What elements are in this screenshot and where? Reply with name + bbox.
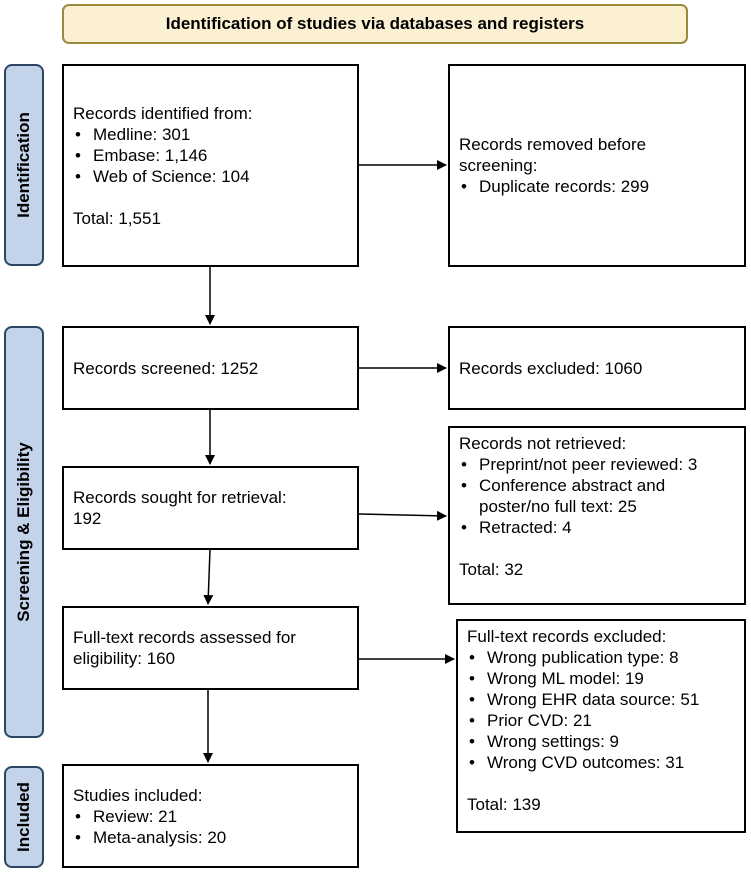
fulltext-assessed-line1: Full-text records assessed for (73, 628, 296, 647)
studies-included-heading: Studies included: (73, 785, 203, 805)
list-item: Wrong EHR data source: 51 (467, 689, 735, 710)
list-item: Meta-analysis: 20 (73, 827, 348, 848)
fulltext-assessed-line2: eligibility: 160 (73, 649, 176, 668)
arrow-sought-to-not-retrieved (358, 510, 447, 521)
studies-included-box: Studies included: Review: 21 Meta-analys… (62, 764, 359, 868)
records-excluded-text: Records excluded: 1060 (459, 358, 643, 378)
records-screened-text: Records screened: 1252 (73, 358, 259, 378)
records-not-retrieved-total: Total: 32 (459, 560, 524, 579)
list-item-text: Conference abstract and (479, 476, 666, 495)
list-item: Medline: 301 (73, 124, 348, 145)
header-title: Identification of studies via databases … (165, 14, 585, 33)
list-item: Retracted: 4 (459, 517, 735, 538)
records-identified-list: Medline: 301 Embase: 1,146 Web of Scienc… (73, 124, 348, 187)
arrow-sought-to-fulltext (203, 549, 214, 605)
records-excluded-box: Records excluded: 1060 (448, 326, 746, 410)
studies-included-list: Review: 21 Meta-analysis: 20 (73, 806, 348, 848)
records-not-retrieved-list: Preprint/not peer reviewed: 3 Conference… (459, 454, 735, 538)
list-item: Web of Science: 104 (73, 166, 348, 187)
fulltext-excluded-heading: Full-text records excluded: (467, 627, 667, 646)
records-removed-heading-1: Records removed before (459, 135, 647, 154)
phase-screening-eligibility: Screening & Eligibility (4, 326, 44, 738)
fulltext-excluded-list: Wrong publication type: 8 Wrong ML model… (467, 647, 735, 773)
list-item: Wrong CVD outcomes: 31 (467, 752, 735, 773)
records-not-retrieved-heading: Records not retrieved: (459, 434, 627, 453)
records-removed-heading-2: screening: (459, 156, 538, 175)
list-item: Wrong ML model: 19 (467, 668, 735, 689)
records-identified-total: Total: 1,551 (73, 208, 161, 228)
list-item: Duplicate records: 299 (459, 176, 735, 197)
phase-included: Included (4, 766, 44, 868)
header-banner: Identification of studies via databases … (62, 4, 688, 44)
fulltext-excluded-box: Full-text records excluded: Wrong public… (456, 619, 746, 833)
records-screened-box: Records screened: 1252 (62, 326, 359, 410)
records-not-retrieved-box: Records not retrieved: Preprint/not peer… (448, 426, 746, 605)
fulltext-assessed-box: Full-text records assessed for eligibili… (62, 606, 359, 690)
list-item-text-cont: poster/no full text: 25 (479, 497, 637, 516)
fulltext-excluded-total: Total: 139 (467, 795, 541, 814)
list-item: Embase: 1,146 (73, 145, 348, 166)
list-item: Wrong settings: 9 (467, 731, 735, 752)
records-removed-list: Duplicate records: 299 (459, 176, 735, 197)
records-removed-box: Records removed before screening: Duplic… (448, 64, 746, 267)
list-item: Prior CVD: 21 (467, 710, 735, 731)
records-sought-box: Records sought for retrieval: 192 (62, 466, 359, 550)
records-sought-line1: Records sought for retrieval: (73, 488, 287, 507)
list-item: Review: 21 (73, 806, 348, 827)
records-identified-box: Records identified from: Medline: 301 Em… (62, 64, 359, 267)
list-item: Preprint/not peer reviewed: 3 (459, 454, 735, 475)
phase-identification: Identification (4, 64, 44, 266)
records-sought-line2: 192 (73, 509, 102, 528)
list-item: Conference abstract and poster/no full te… (459, 475, 735, 517)
records-identified-heading: Records identified from: (73, 103, 253, 123)
list-item: Wrong publication type: 8 (467, 647, 735, 668)
